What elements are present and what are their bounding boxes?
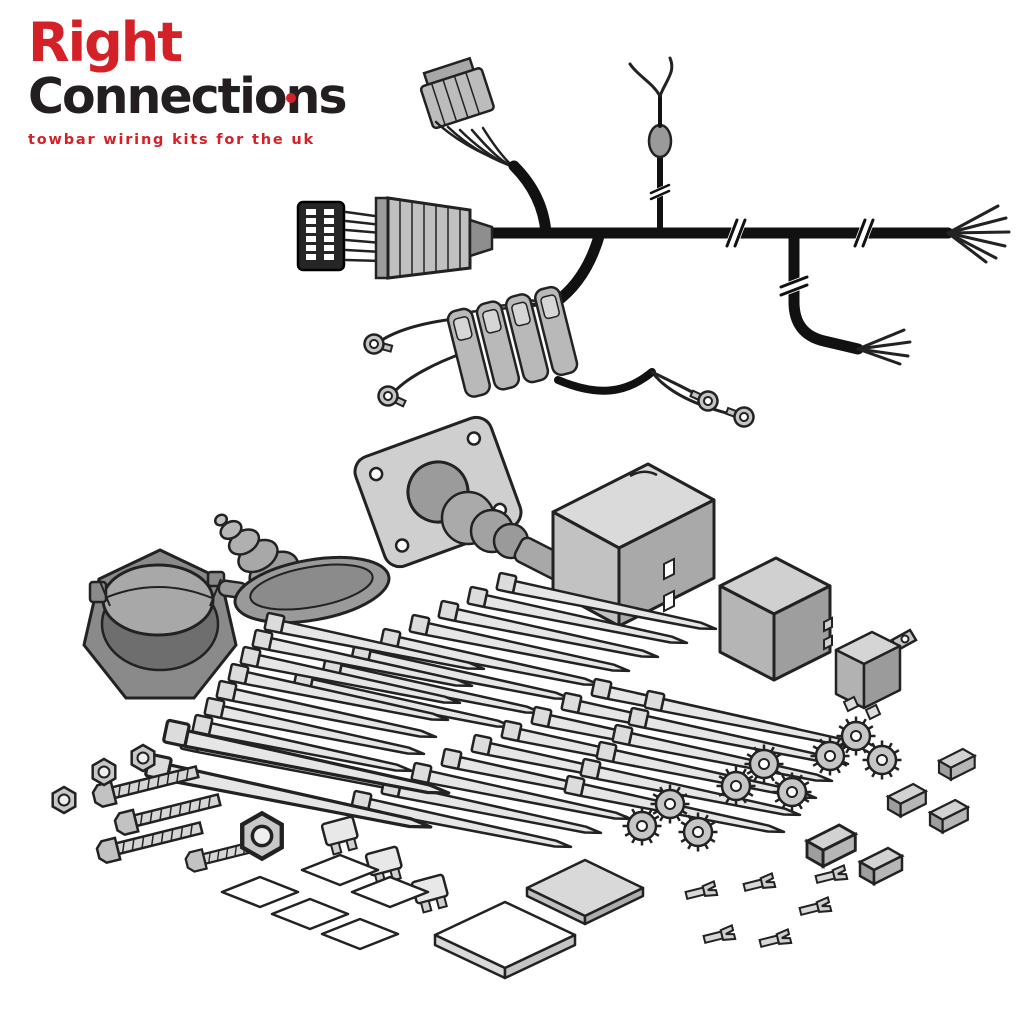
cable-break-mark (775, 275, 813, 297)
module-plug (419, 56, 495, 130)
relay (834, 628, 918, 721)
brand-word-right: Right (28, 11, 183, 74)
branch-cable-right (788, 227, 864, 355)
cable-break-mark (725, 214, 747, 252)
frayed-wires-right (946, 204, 1011, 264)
ring-terminal (722, 400, 758, 431)
adhesive-pad-large (433, 900, 577, 980)
module-plug-cable (508, 160, 552, 239)
towbar-socket (82, 548, 238, 700)
frayed-wires-branch (856, 328, 912, 366)
cable-break-mark (853, 214, 875, 252)
ring-terminal (374, 382, 410, 414)
i-dot-accent (286, 93, 296, 103)
fuse-holders (446, 285, 579, 398)
rubber-cap (217, 555, 391, 625)
module-plug-leads (434, 120, 519, 172)
crimp-terminals (683, 864, 849, 952)
vehicle-connector (374, 196, 494, 280)
branch-cable-fuses (550, 227, 606, 308)
fuse-out-cable (554, 368, 656, 395)
bulkhead-wire-grommet (628, 56, 674, 233)
brand-logo: Right Connections towbar wiring kits for… (28, 11, 348, 148)
bulkhead-socket (353, 415, 574, 584)
brand-tagline: towbar wiring kits for the uk (28, 132, 315, 148)
electronics-module-small (718, 556, 833, 682)
cable-break-mark (646, 183, 674, 201)
multi-pin-connector (296, 200, 346, 272)
adhesive-pad-small (525, 858, 645, 926)
wiring-harness (296, 56, 1011, 431)
